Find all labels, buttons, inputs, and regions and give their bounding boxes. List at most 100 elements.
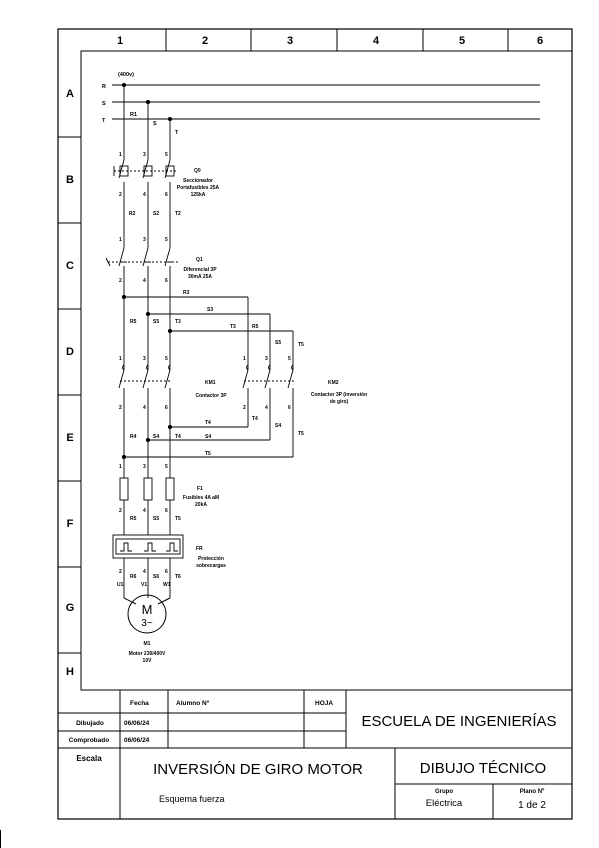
q1-term-3: 3 — [143, 237, 146, 243]
wire-label-t3b: T3 — [175, 319, 181, 325]
title-block-alumno-header: Alumno Nº — [176, 700, 210, 707]
column-labels: 1 2 3 4 5 6 — [117, 35, 543, 47]
fr-tag: FR — [196, 546, 203, 552]
title-block-dibujado-date: 06/06/24 — [124, 720, 150, 727]
row-label-c: C — [66, 260, 74, 272]
q1-term-1: 1 — [119, 237, 122, 243]
f1-tag: F1 — [197, 486, 203, 492]
title-block-comprobado-label: Comprobado — [69, 737, 109, 744]
q0-disconnector-symbol — [113, 159, 176, 200]
main-conductors — [123, 85, 171, 598]
column-label-5: 5 — [459, 35, 465, 47]
fr-overload-symbol — [112, 534, 184, 559]
motor-symbol-phase: 3~ — [141, 618, 153, 629]
km1-term-3: 3 — [143, 356, 146, 362]
km2-line-2: de giro) — [330, 399, 349, 405]
supply-voltage-label: (400v) — [118, 72, 134, 78]
f1-term-6: 6 — [165, 508, 168, 514]
title-block-dibujado-label: Dibujado — [76, 720, 104, 727]
f1-term-2: 2 — [119, 508, 122, 514]
row-label-b: B — [66, 174, 74, 186]
column-label-6: 6 — [537, 35, 543, 47]
km2-line-1: Contactor 3P (inversión — [311, 392, 367, 398]
row-ruler — [58, 136, 81, 654]
km2-term-3: 3 — [265, 356, 268, 362]
q1-term-6: 6 — [165, 278, 168, 284]
wire-label-s5: S5 — [153, 319, 159, 325]
plano-value: 1 de 2 — [518, 800, 546, 811]
title-block-hoja-header: HOJA — [315, 700, 333, 707]
km1-term-1: 1 — [119, 356, 122, 362]
km2-term-1: 1 — [243, 356, 246, 362]
km2-term-2: 2 — [243, 405, 246, 411]
wire-label-r6: R6 — [130, 574, 137, 580]
f1-term-4: 4 — [143, 508, 146, 514]
wire-label-s4-line: S4 — [205, 434, 211, 440]
km1-term-6: 6 — [165, 405, 168, 411]
q1-line-2: 30mA 25A — [188, 274, 212, 280]
km2-contactor-symbol — [242, 364, 296, 400]
q0-term-3: 3 — [143, 152, 146, 158]
km1-term-4: 4 — [143, 405, 146, 411]
wire-label-t3: T3 — [230, 324, 236, 330]
f1-term-1: 1 — [119, 464, 122, 470]
row-label-a: A — [66, 88, 74, 100]
q0-term-2: 2 — [119, 192, 122, 198]
wire-label-s4: S4 — [153, 434, 159, 440]
wire-label-s6: S6 — [153, 574, 159, 580]
motor-term-u1: U1 — [117, 582, 124, 588]
fr-line-1: Protección — [198, 556, 224, 562]
wire-label-t5-km2b: T5 — [298, 431, 304, 437]
f1-term-5: 5 — [165, 464, 168, 470]
km2-term-4: 4 — [265, 405, 268, 411]
km1-term-5: 5 — [165, 356, 168, 362]
wire-label-t4: T4 — [175, 434, 181, 440]
drawing-frame — [0, 28, 573, 848]
motor-symbol-m: M — [142, 602, 153, 617]
row-label-d: D — [66, 346, 74, 358]
wire-label-r1: R1 — [130, 112, 137, 118]
row-label-e: E — [66, 432, 73, 444]
q0-term-1: 1 — [119, 152, 122, 158]
grupo-value: Eléctrica — [426, 798, 463, 809]
row-label-h: H — [66, 666, 74, 678]
motor-term-w1: W1 — [163, 582, 171, 588]
title-block-grid — [58, 690, 572, 819]
wire-label-r2: R2 — [129, 211, 136, 217]
motor-term-v1: V1 — [141, 582, 147, 588]
drawing-subtitle: Esquema fuerza — [159, 794, 225, 804]
title-block-fecha-header: Fecha — [130, 700, 149, 707]
km1-tag: KM1 — [205, 380, 216, 386]
f1-line-1: Fusibles 4A aM — [183, 495, 219, 501]
column-label-3: 3 — [287, 35, 293, 47]
motor-tag: M1 — [144, 641, 151, 647]
drawing-title: INVERSIÓN DE GIRO MOTOR — [153, 761, 363, 778]
phase-label-s: S — [102, 101, 106, 107]
title-block-comprobado-date: 06/06/24 — [124, 737, 150, 744]
q0-line-2: Portafusibles 25A — [177, 185, 220, 191]
wire-label-t5-f1: T5 — [175, 516, 181, 522]
q1-term-4: 4 — [143, 278, 146, 284]
km1-contactor-symbol — [118, 364, 172, 400]
q0-term-4: 4 — [143, 192, 146, 198]
subject-name: DIBUJO TÉCNICO — [420, 760, 546, 777]
q0-line-1: Seccionador — [183, 178, 213, 184]
wire-label-s3: S3 — [207, 307, 213, 313]
wire-label-s5-f1: S5 — [153, 516, 159, 522]
school-name: ESCUELA DE INGENIERÍAS — [361, 713, 556, 730]
row-label-f: F — [67, 518, 74, 530]
km1-line-1: Contactor 3P — [195, 393, 227, 399]
wire-label-t5-line: T5 — [205, 451, 211, 457]
f1-term-3: 3 — [143, 464, 146, 470]
fr-term-6: 6 — [165, 569, 168, 575]
km2-tag: KM2 — [328, 380, 339, 386]
q0-term-6: 6 — [165, 192, 168, 198]
supply-bus — [112, 82, 540, 122]
column-label-4: 4 — [373, 35, 380, 47]
plano-label: Plano Nº — [520, 789, 545, 795]
wire-label-s2: S2 — [153, 211, 159, 217]
q1-term-5: 5 — [165, 237, 168, 243]
wire-label-t5-km2: T5 — [298, 342, 304, 348]
column-ruler — [165, 29, 509, 51]
